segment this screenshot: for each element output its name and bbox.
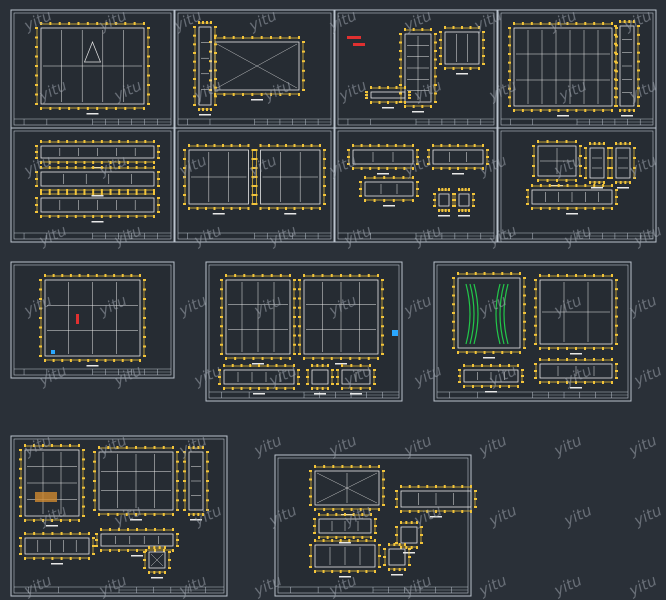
title-block: [278, 586, 468, 593]
base-strip: [365, 86, 411, 109]
cabinet-b: [427, 144, 489, 175]
column-section: [183, 446, 209, 521]
detail-node: [143, 546, 171, 579]
sheet-13: [274, 454, 477, 597]
watermark-text: yitu: [400, 291, 434, 320]
watermark-text: yitu: [630, 361, 664, 390]
cabinet-strip-3: [35, 192, 160, 223]
sheet-12: [10, 435, 228, 597]
title-block: [14, 118, 171, 125]
watermark-text: yitu: [625, 571, 659, 600]
elevation-left: [220, 274, 296, 365]
side-section: [193, 21, 217, 116]
wardrobe-plan: [508, 22, 618, 117]
elevation-right: [298, 274, 384, 365]
cabinet-c: [359, 176, 419, 207]
title-block: [178, 232, 331, 239]
window-elevation: [534, 274, 618, 355]
cabinet-section: [395, 485, 477, 518]
sheet-01: [10, 9, 175, 129]
blue-marker-icon: [51, 350, 55, 354]
cabinet-strip-1: [35, 140, 160, 169]
sheet-08: [497, 127, 657, 243]
sheet-03: [334, 9, 498, 129]
sheets-layer: [10, 9, 657, 597]
sheet-05: [10, 127, 175, 243]
section-a: [218, 364, 300, 395]
orange-fill-icon: [35, 492, 57, 502]
sheet-10: [205, 261, 403, 402]
wall-elevation: [93, 446, 179, 521]
sill-section: [458, 364, 524, 393]
room-plan: [39, 274, 146, 367]
title-block: [437, 391, 628, 398]
title-block: [178, 118, 331, 125]
watermark-text: yitu: [475, 431, 509, 460]
elevation-d: [526, 184, 618, 215]
section-c: [336, 364, 376, 395]
base-elevation: [309, 539, 381, 578]
sheet-09: [10, 261, 175, 379]
red-marker-icon: [347, 36, 365, 46]
watermark-text: yitu: [630, 501, 664, 530]
mirror-elevation: [309, 465, 385, 516]
cabinet-strip-2: [35, 166, 160, 197]
base-section: [534, 358, 618, 389]
cabinet-panel: [399, 28, 437, 113]
sheet-11: [433, 261, 632, 402]
section-b: [306, 364, 334, 395]
mirror-elevation: [209, 36, 305, 101]
watermark-text: yitu: [175, 291, 209, 320]
title-block: [14, 368, 171, 375]
title-block: [14, 232, 171, 239]
watermark-text: yitu: [560, 501, 594, 530]
cabinet-e: [453, 188, 475, 217]
watermark-text: yitu: [485, 501, 519, 530]
title-block: [501, 118, 653, 125]
curtain-elevation: [452, 272, 526, 359]
cabinet-a: [347, 144, 419, 175]
door-elevation-right: [254, 144, 326, 215]
red-arrow-icon: [76, 314, 79, 324]
watermark-text: yitu: [625, 431, 659, 460]
counter-section: [95, 528, 179, 557]
sheet-02: [174, 9, 335, 129]
sheet-06: [174, 127, 335, 243]
floor-plan: [35, 22, 150, 115]
shelf-section: [313, 513, 377, 544]
sheet-07: [334, 127, 498, 243]
title-block: [14, 586, 224, 593]
side-elevation: [614, 20, 640, 117]
node-b: [383, 543, 411, 576]
base-cabinet: [19, 532, 95, 565]
node-a: [395, 521, 423, 554]
blue-marker-icon: [392, 330, 398, 336]
elevation-b: [584, 142, 610, 189]
title-block: [338, 118, 494, 125]
elevation-c: [610, 142, 636, 189]
sheet-04: [497, 9, 657, 129]
title-block: [338, 232, 494, 239]
title-block: [209, 391, 399, 398]
watermark-text: yitu: [475, 571, 509, 600]
watermark-text: yitu: [550, 431, 584, 460]
door-elevation-left: [183, 144, 255, 215]
watermark-text: yitu: [550, 571, 584, 600]
top-detail: [439, 26, 485, 75]
curtain-icon: [465, 283, 509, 345]
title-block: [501, 232, 653, 239]
